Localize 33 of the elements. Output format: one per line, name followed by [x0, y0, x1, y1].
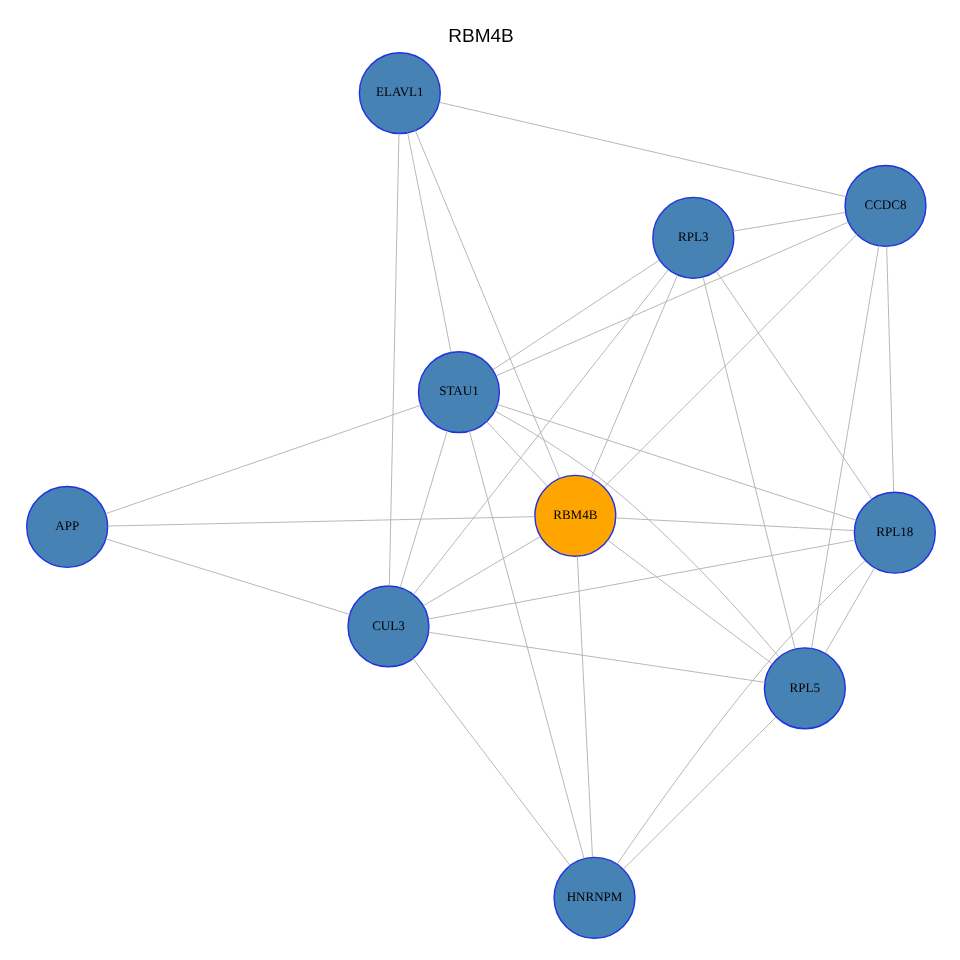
connector [493, 410, 779, 658]
connector [602, 233, 857, 488]
connector [621, 716, 776, 870]
connector [398, 430, 447, 588]
connector [606, 539, 772, 665]
connector [614, 517, 854, 532]
connector [494, 221, 848, 377]
connector [413, 130, 560, 479]
connector [106, 516, 535, 527]
diagram-title: RBM4B [447, 25, 513, 48]
connector [823, 567, 874, 654]
connector [438, 101, 846, 198]
connector [104, 538, 350, 615]
connector [421, 536, 540, 607]
connector [467, 430, 584, 860]
connector [406, 132, 451, 353]
connector [485, 421, 547, 487]
connector [496, 404, 856, 521]
connector [810, 245, 879, 649]
connector [104, 404, 421, 515]
connector [411, 658, 570, 866]
connector [885, 246, 894, 493]
connector [701, 276, 795, 650]
connector [731, 212, 845, 232]
connector [412, 269, 668, 595]
connector [387, 133, 399, 587]
connector [714, 271, 872, 500]
connector [615, 560, 865, 865]
connector [427, 631, 765, 683]
connector [491, 259, 659, 371]
connector [427, 539, 855, 620]
connector [575, 555, 592, 858]
connector [589, 274, 677, 479]
